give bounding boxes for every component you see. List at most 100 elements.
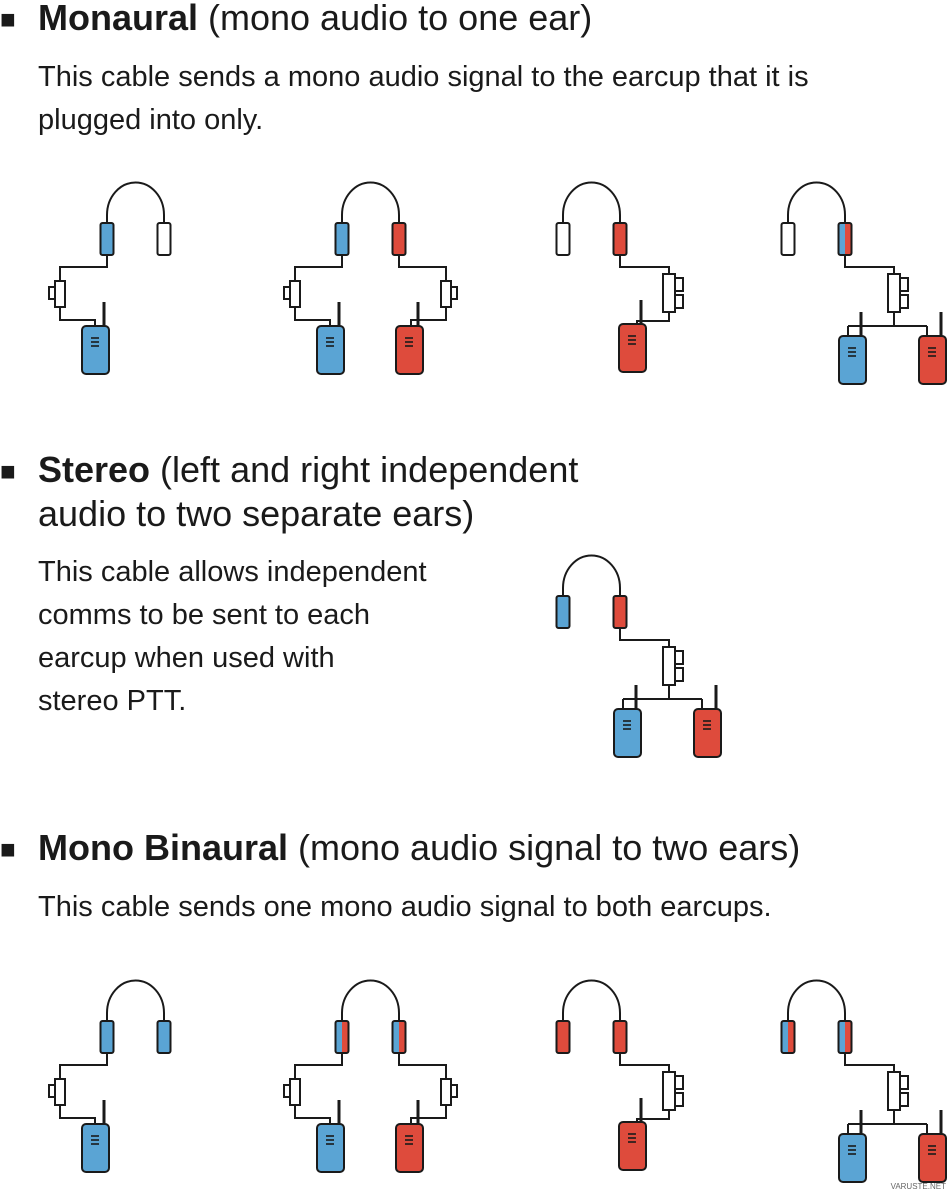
ptt-button bbox=[899, 1092, 909, 1107]
radio-blue bbox=[81, 325, 110, 375]
earcup-blue-half bbox=[838, 1021, 845, 1053]
ptt-button bbox=[899, 294, 909, 309]
headset-diagram bbox=[555, 979, 684, 1171]
bullet-square-icon: ■ bbox=[0, 456, 16, 486]
stereo-desc-line: This cable allows independent bbox=[38, 556, 427, 588]
radio-red bbox=[618, 323, 647, 373]
ptt-button bbox=[899, 277, 909, 292]
radio-red bbox=[918, 1133, 947, 1183]
headband bbox=[341, 979, 400, 1021]
stereo-heading: Stereo (left and right independent audio… bbox=[38, 448, 578, 536]
ptt-button bbox=[450, 286, 458, 300]
earcup bbox=[156, 222, 172, 256]
earcup bbox=[780, 1020, 796, 1054]
ptt-box bbox=[54, 280, 66, 308]
headband bbox=[106, 181, 165, 223]
headset-diagram bbox=[283, 181, 458, 375]
earcup bbox=[156, 1020, 172, 1054]
ptt-button bbox=[283, 1084, 291, 1098]
mono-binaural-heading: Mono Binaural (mono audio signal to two … bbox=[38, 826, 800, 870]
earcup-red-half bbox=[399, 1021, 406, 1053]
ptt-button bbox=[674, 667, 684, 682]
headband bbox=[787, 979, 846, 1021]
ptt-button bbox=[674, 294, 684, 309]
headband bbox=[106, 979, 165, 1021]
cable-line bbox=[619, 628, 670, 647]
monaural-heading: Monaural (mono audio to one ear) bbox=[38, 0, 592, 40]
cable-line bbox=[59, 1053, 108, 1079]
cable-line bbox=[844, 255, 895, 274]
earcup-red-half bbox=[845, 223, 852, 255]
earcup-red-half bbox=[845, 1021, 852, 1053]
stereo-title-rest-line2: audio to two separate ears) bbox=[38, 493, 475, 534]
ptt-box bbox=[289, 1078, 301, 1106]
earcup bbox=[99, 222, 115, 256]
earcup bbox=[99, 1020, 115, 1054]
monaural-description: This cable sends a mono audio signal to … bbox=[38, 61, 809, 136]
ptt-button bbox=[674, 1075, 684, 1090]
cable-line bbox=[294, 307, 331, 326]
dual-ptt-box bbox=[662, 1071, 676, 1111]
radio-blue bbox=[613, 708, 642, 758]
cable-line bbox=[294, 1053, 343, 1079]
radio-blue bbox=[838, 1133, 867, 1183]
ptt-box bbox=[289, 280, 301, 308]
headset-diagram bbox=[555, 554, 722, 758]
stereo-desc-line: comms to be sent to each bbox=[38, 599, 371, 631]
earcup bbox=[555, 1020, 571, 1054]
radio-blue bbox=[81, 1123, 110, 1173]
mono-binaural-title-bold: Mono Binaural bbox=[38, 827, 288, 868]
ptt-button bbox=[48, 1084, 56, 1098]
radio-blue bbox=[316, 1123, 345, 1173]
radio-red bbox=[618, 1121, 647, 1171]
headset-diagram bbox=[555, 181, 684, 373]
cable-line bbox=[398, 255, 447, 281]
stereo-title-bold: Stereo bbox=[38, 449, 151, 490]
radio-red bbox=[395, 325, 424, 375]
earcup bbox=[555, 595, 571, 629]
cable-line bbox=[636, 1110, 670, 1122]
dual-ptt-box bbox=[662, 646, 676, 686]
ptt-button bbox=[48, 286, 56, 300]
ptt-button bbox=[674, 650, 684, 665]
headset-diagram bbox=[48, 181, 172, 375]
ptt-button bbox=[450, 1084, 458, 1098]
dual-ptt-box bbox=[662, 273, 676, 313]
cable-line bbox=[410, 1105, 447, 1124]
cable-line bbox=[844, 1053, 895, 1072]
ptt-button bbox=[899, 1075, 909, 1090]
earcup bbox=[334, 222, 350, 256]
bullet-square-icon: ■ bbox=[0, 4, 16, 34]
mono-binaural-description: This cable sends one mono audio signal t… bbox=[38, 891, 772, 923]
dual-ptt-box bbox=[887, 1071, 901, 1111]
headband bbox=[787, 181, 846, 223]
earcup bbox=[612, 595, 628, 629]
stereo-desc-line: earcup when used with bbox=[38, 642, 335, 674]
radio-red bbox=[918, 335, 947, 385]
monaural-title-rest: (mono audio to one ear) bbox=[198, 0, 593, 38]
headband bbox=[562, 181, 621, 223]
stereo-title-rest-line1: (left and right independent bbox=[150, 449, 579, 490]
cable-line bbox=[294, 255, 343, 281]
dual-ptt-box bbox=[887, 273, 901, 313]
radio-blue bbox=[838, 335, 867, 385]
headband bbox=[562, 554, 621, 596]
ptt-button bbox=[283, 286, 291, 300]
cable-line bbox=[59, 1105, 96, 1124]
headset-diagram bbox=[48, 979, 172, 1173]
earcup-red-half bbox=[342, 1021, 349, 1053]
radio-red bbox=[395, 1123, 424, 1173]
cable-line bbox=[294, 1105, 331, 1124]
ptt-box bbox=[54, 1078, 66, 1106]
radio-red bbox=[693, 708, 722, 758]
cable-line bbox=[619, 255, 670, 274]
headset-diagram bbox=[283, 979, 458, 1173]
stereo-description: This cable allows independent comms to b… bbox=[38, 551, 508, 723]
cable-line bbox=[636, 312, 670, 324]
stereo-desc-line: stereo PTT. bbox=[38, 685, 187, 717]
watermark: VARUSTE.NET bbox=[890, 1182, 946, 1191]
radio-blue bbox=[316, 325, 345, 375]
ptt-button bbox=[674, 277, 684, 292]
ptt-box bbox=[440, 1078, 452, 1106]
